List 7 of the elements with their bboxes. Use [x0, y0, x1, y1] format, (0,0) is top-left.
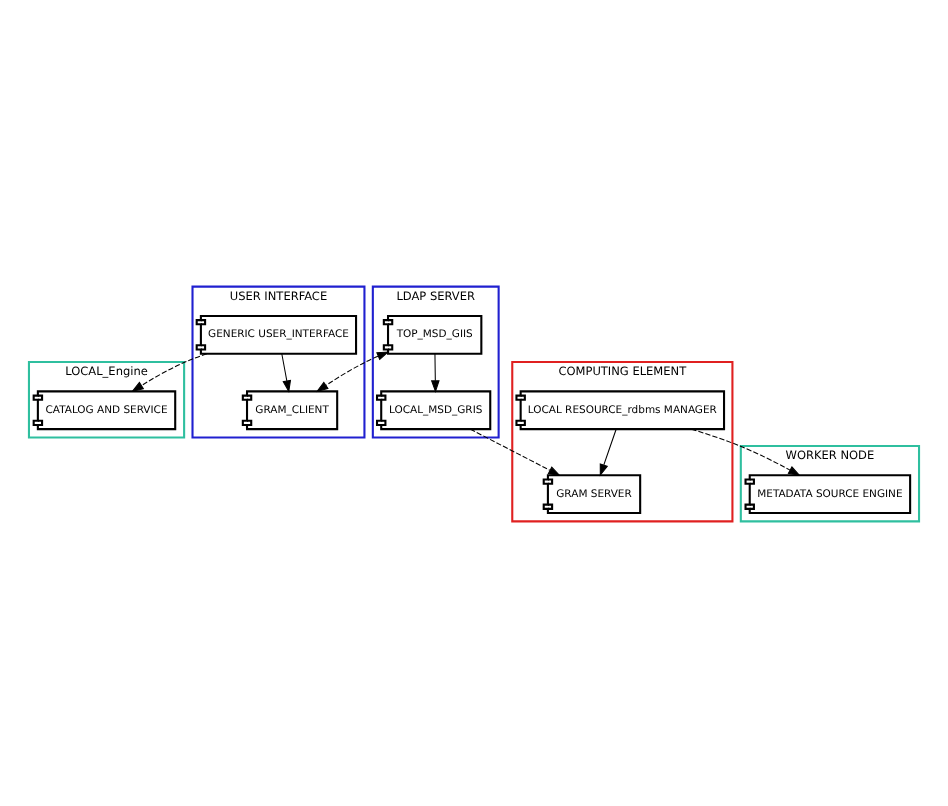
- arrow: [599, 427, 617, 476]
- arrow: [430, 352, 440, 392]
- arrow: [131, 352, 208, 392]
- arrow: [281, 352, 292, 392]
- arrow: [315, 350, 390, 392]
- arrow: [469, 427, 561, 475]
- arrow: [690, 427, 801, 475]
